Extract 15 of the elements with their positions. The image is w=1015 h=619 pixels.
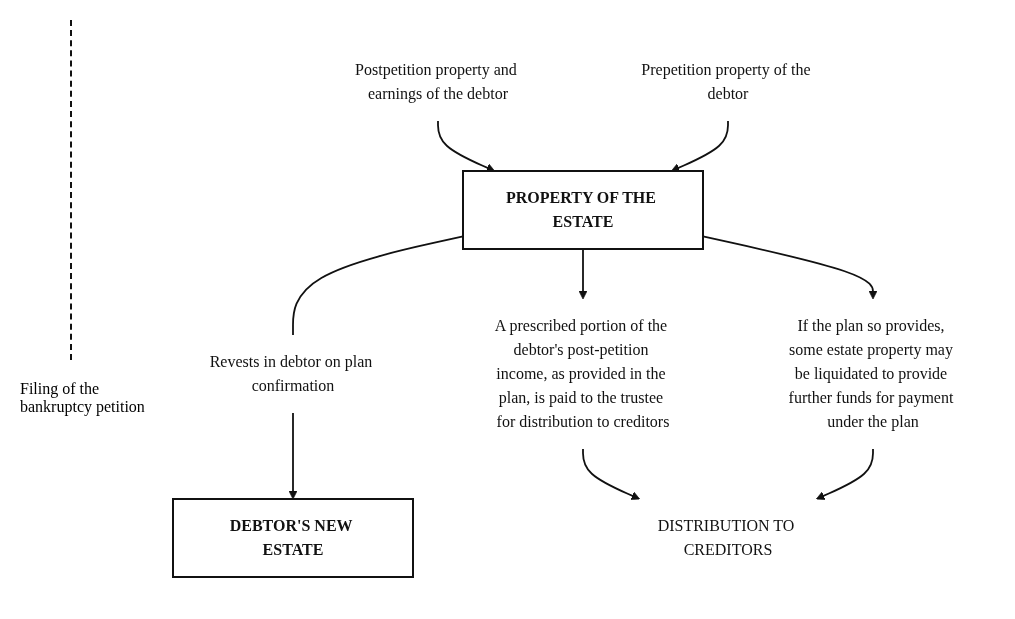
annotation-text: Filing of the bankruptcy petition (20, 380, 145, 416)
arrow (815, 447, 874, 500)
arrow (670, 119, 729, 172)
arrow (578, 247, 587, 299)
node-text: DISTRIBUTION TO CREDITORS (657, 516, 794, 558)
node-text: Postpetition property and earnings of the debtor (354, 60, 517, 102)
arrow (436, 119, 495, 172)
node-box: DEBTOR'S NEW ESTATE (171, 497, 414, 578)
node-text: Revests in debtor on plan confirmation (209, 352, 372, 394)
node-text: Prepetition property of the debtor (640, 60, 811, 102)
node-text: If the plan so provides, some estate property may be liquidated to provide further funds for payment under the plan (788, 316, 953, 430)
arrow (581, 447, 640, 500)
node-box: PROPERTY OF THE ESTATE (461, 169, 704, 250)
arrow (288, 411, 297, 499)
node-text: A prescribed portion of the debtor's post-petition income, as provided in the plan, is paid to the trustee for distribution to creditors (494, 316, 669, 430)
